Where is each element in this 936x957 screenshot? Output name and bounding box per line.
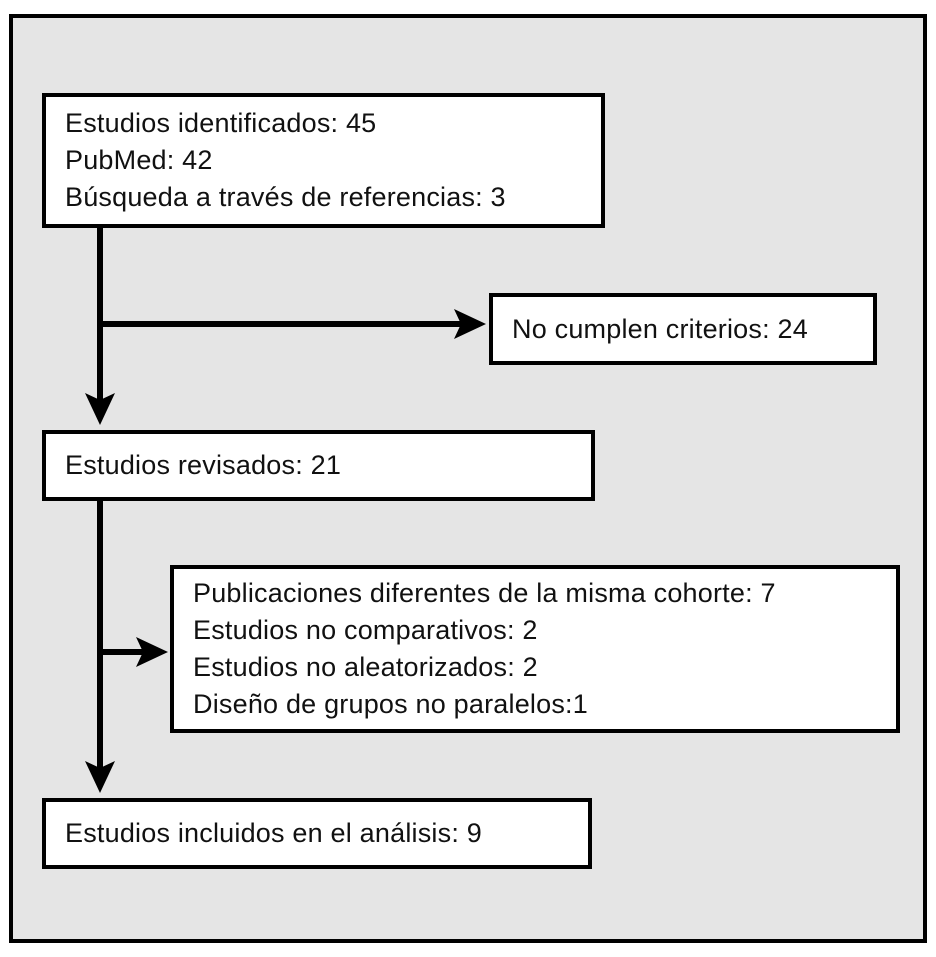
box-line: PubMed: 42: [65, 145, 213, 175]
box-line: Diseño de grupos no paralelos:1: [193, 689, 588, 719]
box-estudios-revisados: Estudios revisados: 21: [42, 430, 595, 501]
box-line: Estudios no aleatorizados: 2: [193, 652, 538, 682]
box-line: Publicaciones diferentes de la misma coh…: [193, 578, 776, 608]
box-no-cumplen-criterios: No cumplen criterios: 24: [489, 293, 877, 365]
box-line: Estudios revisados: 21: [65, 450, 342, 480]
box-line: Búsqueda a través de referencias: 3: [65, 182, 506, 212]
box-line: Estudios no comparativos: 2: [193, 615, 538, 645]
box-line: Estudios incluidos en el análisis: 9: [65, 818, 482, 848]
box-estudios-identificados: Estudios identificados: 45 PubMed: 42 Bú…: [42, 93, 605, 228]
box-estudios-incluidos: Estudios incluidos en el análisis: 9: [42, 798, 592, 869]
box-line: No cumplen criterios: 24: [512, 313, 808, 344]
box-motivos-exclusion: Publicaciones diferentes de la misma coh…: [170, 565, 900, 733]
box-line: Estudios identificados: 45: [65, 108, 377, 138]
